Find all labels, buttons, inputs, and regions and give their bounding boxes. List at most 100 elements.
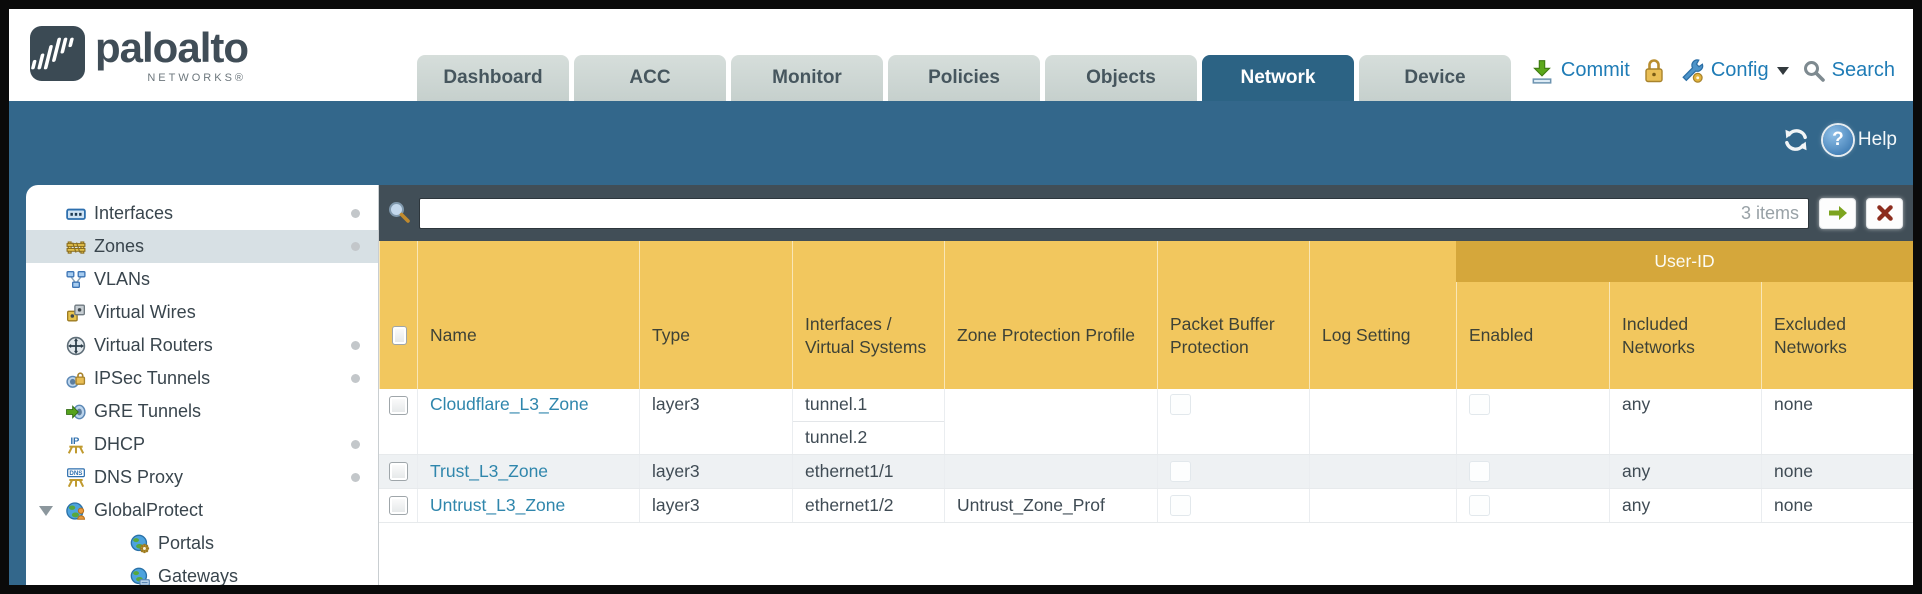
zone-interfaces: ethernet1/1 (792, 455, 944, 488)
sidebar-label: Virtual Wires (94, 302, 196, 322)
zone-protection-profile: Untrust_Zone_Prof (944, 489, 1157, 522)
main-nav-tabs: Dashboard ACC Monitor Policies Objects N… (417, 55, 1511, 101)
sidebar-item-virtual-routers[interactable]: Virtual Routers (26, 329, 378, 362)
zones-icon (66, 240, 86, 254)
top-bar: paloalto NETWORKS® Dashboard ACC Monitor… (9, 9, 1913, 101)
banner-band (9, 101, 1913, 185)
sidebar-item-gateways[interactable]: Gateways (26, 560, 378, 585)
sidebar-item-gre-tunnels[interactable]: GRE Tunnels (26, 395, 378, 428)
tab-policies[interactable]: Policies (888, 55, 1040, 101)
global-search-button[interactable]: Search (1802, 59, 1895, 83)
apply-filter-button[interactable] (1819, 197, 1856, 229)
search-icon (1803, 60, 1825, 82)
user-id-label: User-ID (1654, 251, 1715, 271)
excluded-networks: none (1761, 389, 1913, 454)
sidebar-label: Portals (158, 533, 215, 553)
sidebar-item-dns-proxy[interactable]: DNS DNS Proxy (26, 461, 378, 494)
sidebar-label: DHCP (94, 434, 146, 454)
sidebar-item-interfaces[interactable]: Interfaces (26, 197, 378, 230)
col-interfaces[interactable]: Interfaces / Virtual Systems (792, 241, 944, 389)
brand-text: paloalto NETWORKS® (95, 26, 249, 85)
filter-input-wrap: 3 items (419, 197, 1809, 229)
tab-acc[interactable]: ACC (574, 55, 726, 101)
ipsec-tunnels-icon (66, 371, 86, 388)
search-label: Search (1831, 59, 1895, 81)
sidebar-label: DNS Proxy (94, 467, 184, 487)
zone-type: layer3 (639, 455, 792, 488)
excluded-networks: none (1761, 455, 1913, 488)
col-excluded-networks[interactable]: Excluded Networks (1761, 241, 1913, 389)
gateways-icon (130, 567, 150, 585)
zone-name-link[interactable]: Untrust_L3_Zone (430, 495, 566, 515)
included-networks: any (1609, 489, 1761, 522)
sidebar-item-dhcp[interactable]: IP DHCP (26, 428, 378, 461)
item-dot (351, 341, 360, 350)
col-included-networks[interactable]: Included Networks (1609, 241, 1761, 389)
table-row: Cloudflare_L3_Zone layer3 tunnel.1 tunne… (379, 389, 1913, 455)
help-label: Help (1857, 129, 1897, 150)
config-label: Config (1710, 59, 1769, 81)
row-checkbox[interactable] (388, 496, 408, 515)
help-button[interactable]: ? Help (1822, 125, 1897, 155)
tab-dashboard[interactable]: Dashboard (417, 55, 569, 101)
expander-triangle-icon[interactable] (39, 506, 53, 516)
sidebar-item-zones[interactable]: Zones (26, 230, 378, 263)
lock-icon[interactable] (1643, 57, 1665, 84)
sidebar-label: Interfaces (94, 203, 174, 223)
svg-text:DNS: DNS (69, 470, 82, 477)
sidebar-item-ipsec-tunnels[interactable]: IPSec Tunnels (26, 362, 378, 395)
filter-search-icon[interactable] (387, 201, 411, 225)
included-networks: any (1609, 455, 1761, 488)
tab-objects[interactable]: Objects (1045, 55, 1197, 101)
table-row: Trust_L3_Zone layer3 ethernet1/1 any non… (379, 455, 1913, 489)
refresh-icon[interactable] (1781, 126, 1811, 154)
tab-device[interactable]: Device (1359, 55, 1511, 101)
vlans-icon (66, 270, 86, 288)
sidebar-label: GRE Tunnels (94, 401, 202, 421)
network-sidebar: Interfaces Zones VLANs (26, 185, 378, 585)
dhcp-icon: IP (67, 435, 85, 454)
help-icon: ? (1822, 125, 1853, 155)
log-setting (1309, 455, 1456, 488)
dns-proxy-icon: DNS (67, 467, 85, 487)
sidebar-item-globalprotect[interactable]: GlobalProtect (26, 494, 378, 527)
packet-buffer-protection-checkbox (1170, 461, 1191, 482)
item-dot (351, 440, 360, 449)
interfaces-icon (66, 208, 86, 220)
col-enabled[interactable]: Enabled (1456, 241, 1609, 389)
col-name[interactable]: Name (417, 241, 639, 389)
log-setting (1309, 389, 1456, 454)
filter-bar: 3 items (379, 185, 1913, 241)
table-empty-space (379, 523, 1913, 585)
zone-name-link[interactable]: Cloudflare_L3_Zone (430, 394, 589, 414)
commit-label: Commit (1560, 59, 1630, 81)
filter-input[interactable] (419, 197, 1809, 229)
col-zone-protection-profile[interactable]: Zone Protection Profile (944, 241, 1157, 389)
sidebar-item-virtual-wires[interactable]: Virtual Wires (26, 296, 378, 329)
tab-monitor[interactable]: Monitor (731, 55, 883, 101)
tab-network[interactable]: Network (1202, 55, 1354, 101)
config-menu-button[interactable]: Config (1678, 57, 1789, 84)
commit-button[interactable]: Commit (1529, 58, 1630, 84)
row-checkbox[interactable] (388, 462, 408, 481)
sidebar-item-portals[interactable]: Portals (26, 527, 378, 560)
user-id-enabled-checkbox (1469, 461, 1490, 482)
included-networks: any (1609, 389, 1761, 454)
log-setting (1309, 489, 1456, 522)
config-icon (1682, 59, 1704, 83)
excluded-networks: none (1761, 489, 1913, 522)
zones-table-header: User-ID Name Type Interfaces / Virtual S… (379, 241, 1913, 389)
item-dot (351, 374, 360, 383)
clear-filter-button[interactable] (1866, 197, 1903, 229)
sidebar-item-vlans[interactable]: VLANs (26, 263, 378, 296)
col-log-setting[interactable]: Log Setting (1309, 241, 1456, 389)
zone-name-link[interactable]: Trust_L3_Zone (430, 461, 549, 481)
col-type[interactable]: Type (639, 241, 792, 389)
sidebar-label: Zones (94, 236, 145, 256)
virtual-wires-icon (67, 304, 85, 321)
col-packet-buffer-protection[interactable]: Packet Buffer Protection (1157, 241, 1309, 389)
row-checkbox[interactable] (388, 396, 408, 415)
brand-sub: NETWORKS® (147, 72, 247, 84)
zone-protection-profile (944, 455, 1157, 488)
select-all-checkbox[interactable] (392, 326, 407, 345)
